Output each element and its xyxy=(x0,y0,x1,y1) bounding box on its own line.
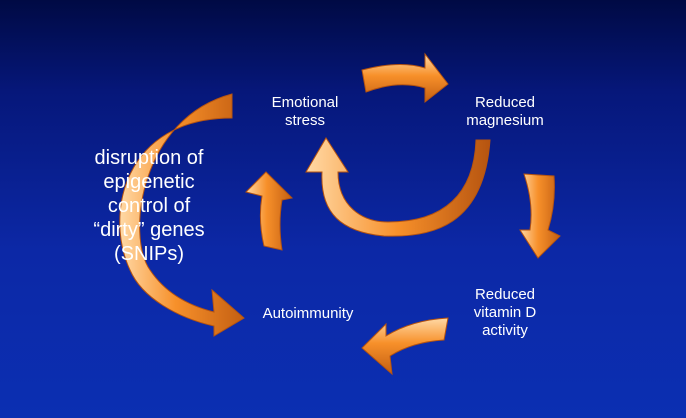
arrow-epigenetic-loop xyxy=(119,93,245,337)
arrow-magnesium-to-stress-arc xyxy=(305,137,491,237)
arrow-autoimmunity-to-stress xyxy=(245,171,294,251)
arrow-stress-to-magnesium xyxy=(361,52,449,104)
node-reduced-vitamin-d: Reduced vitamin D activity xyxy=(473,286,537,339)
node-emotional-stress: Emotional stress xyxy=(271,94,339,129)
side-note-epigenetic: disruption of epigenetic control of “dir… xyxy=(93,147,205,265)
arrow-magnesium-to-vitamin-d xyxy=(519,173,561,259)
node-reduced-magnesium: Reduced magnesium xyxy=(466,94,544,129)
node-autoimmunity: Autoimmunity xyxy=(262,305,354,322)
arrow-vitamin-d-to-autoimmunity xyxy=(361,317,449,376)
